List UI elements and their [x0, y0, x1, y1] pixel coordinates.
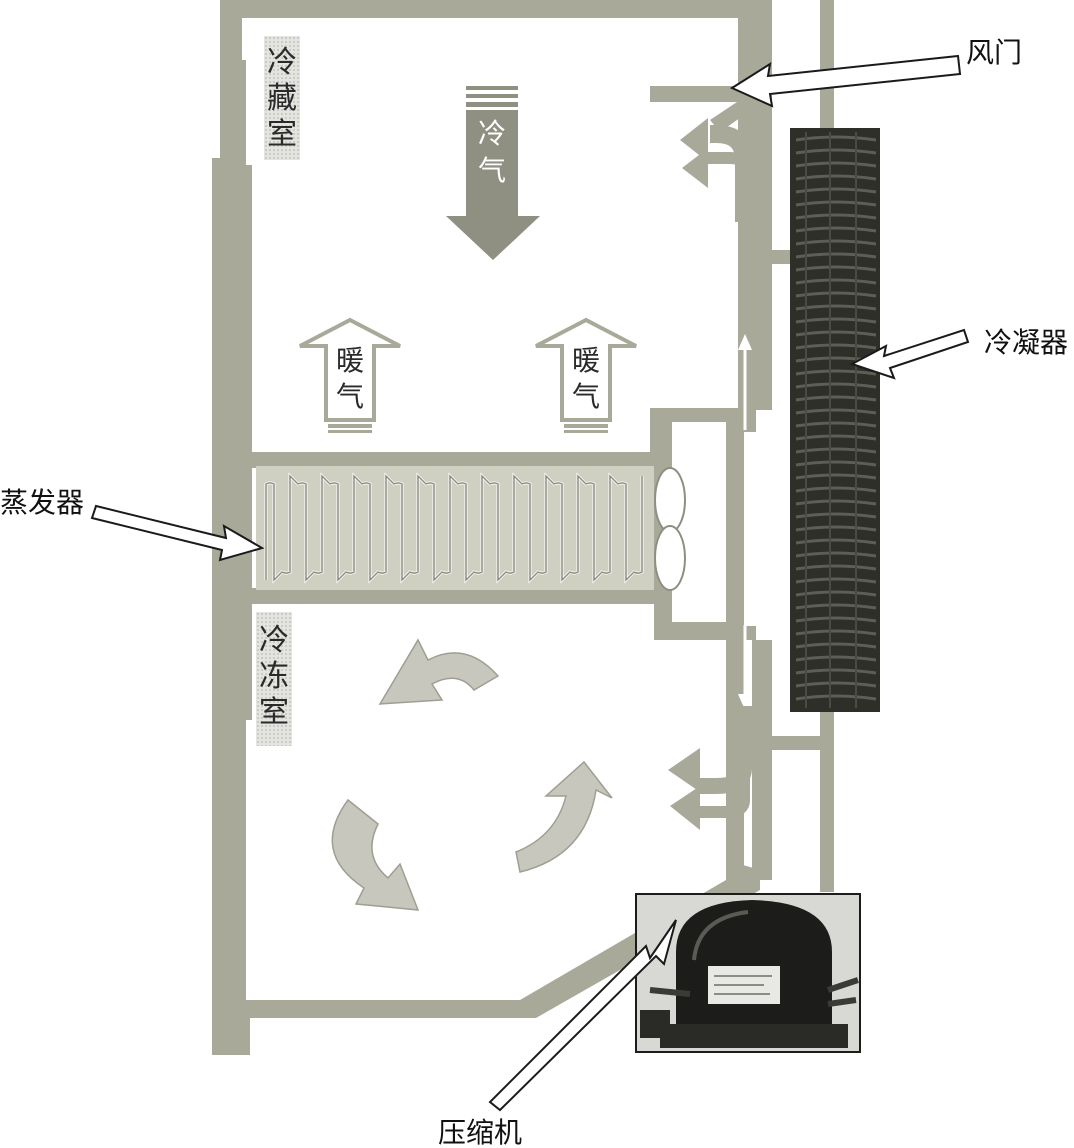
fridge-label-char-3: 室 [267, 117, 297, 152]
evaporator-coil [256, 466, 654, 590]
warm-air-left-char-2: 气 [336, 380, 364, 413]
cold-air-arrow: 冷 气 [446, 86, 540, 260]
freezer-label-char-1: 冷 [259, 623, 289, 658]
freezer-label-char-2: 冻 [259, 659, 289, 694]
freezer-compartment-label: 冷 冻 室 [256, 612, 292, 746]
fridge-label-char-2: 藏 [267, 81, 297, 116]
fridge-outlet-airflow-arrow-icon [680, 118, 744, 222]
freezer-label-char-3: 室 [259, 695, 289, 730]
fridge-compartment-label: 冷 藏 室 [264, 36, 300, 160]
damper-label: 风门 [966, 36, 1022, 69]
warm-air-right-char-1: 暖 [572, 344, 600, 377]
compressor-label: 压缩机 [438, 1116, 522, 1148]
warm-air-arrow-right: 暖 气 [536, 320, 636, 433]
condenser-coil [790, 128, 880, 712]
warm-air-arrow-left: 暖 气 [300, 320, 400, 433]
warm-air-left-char-1: 暖 [336, 344, 364, 377]
rotation-arrow-icon [332, 640, 612, 910]
cold-air-char-2: 气 [478, 154, 506, 187]
warm-air-right-char-2: 气 [572, 380, 600, 413]
condenser-label: 冷凝器 [984, 326, 1068, 359]
compressor-icon [636, 894, 860, 1052]
cold-air-char-1: 冷 [478, 117, 506, 150]
evaporator-label: 蒸发器 [0, 486, 84, 519]
fridge-label-char-1: 冷 [267, 45, 297, 80]
